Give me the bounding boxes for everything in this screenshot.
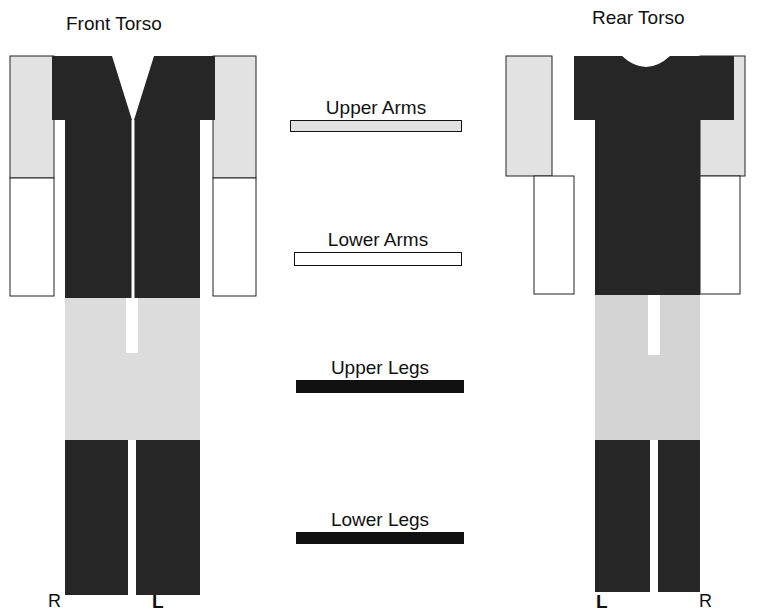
legend-label: Lower Arms [294, 230, 462, 249]
legend-label: Lower Legs [296, 510, 464, 529]
legend-swatch [294, 252, 462, 266]
upper-arm-region [506, 56, 552, 176]
side-marker: L [596, 592, 608, 611]
rear-figure [506, 56, 745, 592]
leg-gap [126, 298, 138, 353]
view-title: Front Torso [66, 14, 162, 33]
upper-arm-region [213, 56, 256, 178]
lower-leg-region [65, 440, 200, 595]
legend-label: Upper Arms [290, 98, 462, 117]
upper-leg-region [65, 298, 200, 440]
leg-gap [650, 440, 658, 592]
leg-gap [648, 295, 660, 355]
view-title: Rear Torso [592, 8, 685, 27]
lower-arm-region [10, 178, 54, 296]
legend-swatch [290, 120, 462, 132]
legend-item: Upper Arms [290, 98, 462, 132]
legend-swatch [296, 532, 464, 544]
lower-arm-region [700, 176, 740, 294]
side-marker: L [152, 592, 164, 611]
legend-item: Lower Arms [294, 230, 462, 266]
legend-swatch [296, 380, 464, 393]
lower-leg-region [595, 440, 700, 592]
side-marker: R [699, 592, 712, 610]
side-marker: R [48, 592, 61, 610]
upper-leg-region [595, 295, 700, 440]
torso-region [574, 56, 734, 295]
lower-arm-region [534, 176, 574, 294]
torso-region [52, 56, 215, 298]
torso-split [132, 120, 135, 298]
upper-arm-region [10, 56, 54, 178]
legend-item: Upper Legs [296, 358, 464, 393]
legend-label: Upper Legs [296, 358, 464, 377]
front-figure [10, 56, 256, 595]
legend-item: Lower Legs [296, 510, 464, 544]
lower-arm-region [213, 178, 256, 296]
leg-gap [128, 440, 136, 595]
